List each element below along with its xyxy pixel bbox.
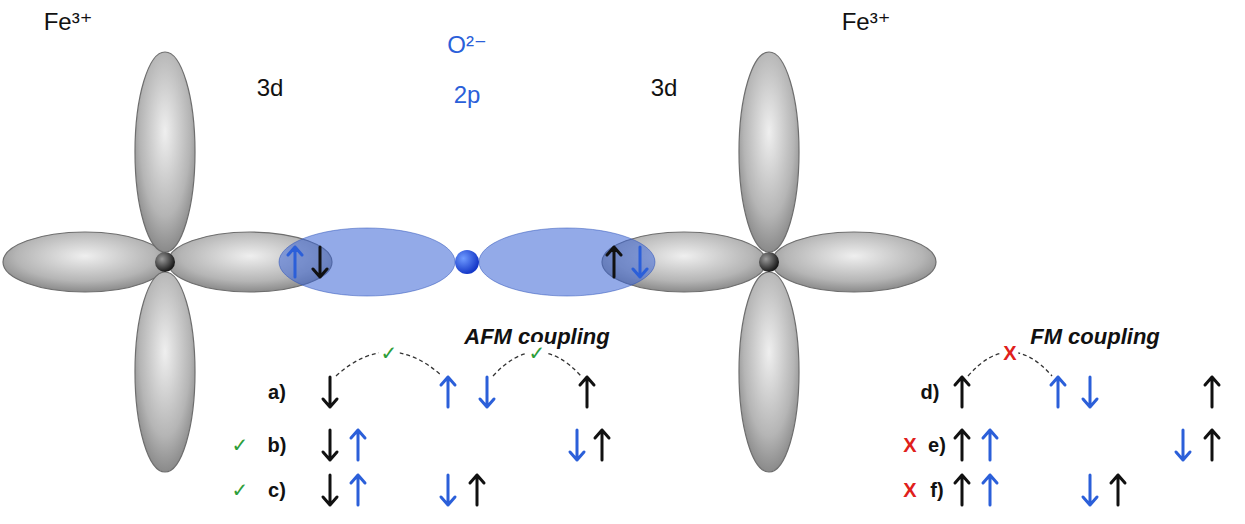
d-orbital-lobe — [739, 52, 799, 252]
orbital-label: 3d — [649, 75, 680, 101]
spin-arrow — [580, 377, 594, 407]
spin-arrow — [955, 475, 969, 505]
spin-arrow — [441, 377, 455, 407]
spin-arrow — [955, 430, 969, 460]
allowed-mark: ✓ — [230, 479, 251, 501]
spin-arrow — [1083, 475, 1097, 505]
case-letter: f) — [928, 479, 945, 501]
spin-arrow — [313, 247, 327, 277]
spin-arrow — [1111, 475, 1125, 505]
allowed-mark: ✓ — [379, 342, 400, 364]
d-orbital-lobe — [739, 272, 799, 472]
d-orbital-lobe — [135, 272, 195, 472]
spin-arrow — [441, 475, 455, 505]
fe-nucleus — [759, 252, 779, 272]
forbidden-mark: X — [901, 479, 918, 501]
coupling-title: FM coupling — [1028, 325, 1162, 349]
orbital-label: 3d — [255, 75, 286, 101]
spin-arrow — [323, 430, 337, 460]
d-orbital-lobe — [3, 232, 167, 292]
fe-nucleus — [155, 252, 175, 272]
spin-arrow — [570, 430, 584, 460]
spin-arrow — [323, 377, 337, 407]
orbital-label: 2p — [452, 82, 483, 108]
spin-arrow — [351, 475, 365, 505]
spin-arrow — [1083, 377, 1097, 407]
spin-arrow — [480, 377, 494, 407]
spin-arrow — [983, 430, 997, 460]
spin-arrow — [288, 247, 302, 277]
spin-arrow — [1051, 377, 1065, 407]
spin-arrow — [1205, 377, 1219, 407]
spin-arrow — [351, 430, 365, 460]
spin-arrow — [470, 475, 484, 505]
spin-arrow — [1176, 430, 1190, 460]
spin-arrow — [955, 377, 969, 407]
o-nucleus — [455, 250, 479, 274]
spin-arrow — [1205, 430, 1219, 460]
p-orbital-lobe — [279, 228, 455, 296]
p-orbital-lobe — [479, 228, 655, 296]
case-letter: c) — [266, 479, 288, 501]
d-orbital-lobe — [772, 232, 936, 292]
ion-label: O²⁻ — [445, 32, 488, 58]
case-letter: b) — [266, 434, 289, 456]
allowed-mark: ✓ — [527, 342, 548, 364]
ion-label: Fe³⁺ — [840, 9, 893, 35]
forbidden-mark: X — [901, 434, 918, 456]
forbidden-mark: X — [1001, 342, 1018, 364]
spin-arrow — [633, 247, 647, 277]
allowed-mark: ✓ — [230, 434, 251, 456]
case-letter: a) — [266, 381, 288, 403]
spin-arrow — [607, 247, 621, 277]
spin-arrow — [595, 430, 609, 460]
case-letter: d) — [919, 381, 942, 403]
ion-label: Fe³⁺ — [42, 9, 95, 35]
spin-arrow — [323, 475, 337, 505]
spin-arrow — [983, 475, 997, 505]
d-orbital-lobe — [135, 52, 195, 252]
case-letter: e) — [926, 434, 948, 456]
